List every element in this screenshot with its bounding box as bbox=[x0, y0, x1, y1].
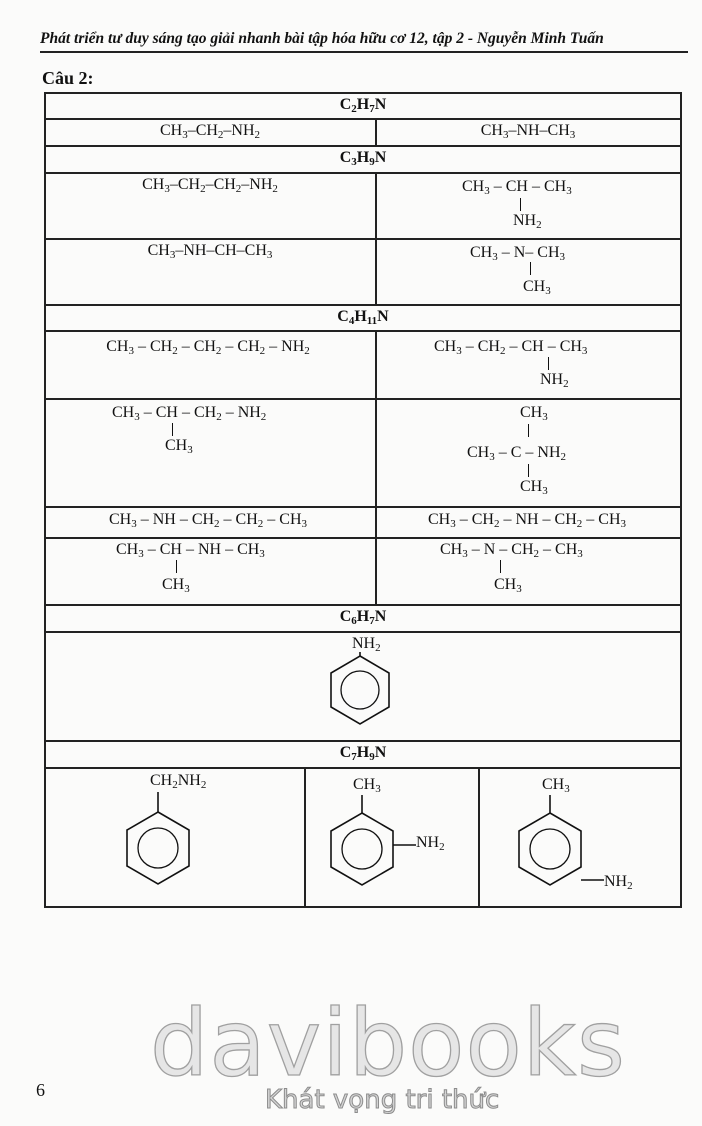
structure: CH3–CH2–NH2 bbox=[159, 122, 261, 141]
structure: CH3 – CH2 – CH – CH3 bbox=[434, 338, 588, 357]
structure-branch: CH3 bbox=[165, 437, 193, 456]
structure: CH3 – N– CH3 bbox=[470, 244, 566, 263]
running-header: Phát triển tư duy sáng tạo giải nhanh bà… bbox=[40, 30, 604, 47]
structure-branch: CH3 bbox=[523, 278, 551, 297]
structure: CH3 – CH2 – NH – CH2 – CH3 bbox=[427, 511, 627, 530]
benzene-ring-icon bbox=[330, 652, 390, 725]
col-divider bbox=[304, 767, 306, 908]
formula-c6h7n: C6H7N bbox=[339, 608, 387, 627]
structure-branch: CH3 bbox=[494, 576, 522, 595]
structure-branch: CH3 bbox=[162, 576, 190, 595]
structure: CH3 – CH – CH2 – NH2 bbox=[112, 404, 267, 423]
bond bbox=[528, 464, 530, 477]
bond bbox=[520, 198, 522, 211]
amine-isomer-table bbox=[44, 92, 682, 908]
structure-branch: NH2 bbox=[513, 212, 542, 231]
col-divider bbox=[375, 172, 377, 304]
col-divider bbox=[478, 767, 480, 908]
structure: CH3 – NH – CH2 – CH2 – CH3 bbox=[108, 511, 308, 530]
row-divider bbox=[44, 145, 682, 147]
structure: CH3 – CH – NH – CH3 bbox=[116, 541, 265, 560]
row-divider bbox=[44, 767, 682, 769]
structure: CH3–NH–CH–CH3 bbox=[147, 242, 273, 261]
row-divider bbox=[44, 740, 682, 742]
bond bbox=[528, 424, 530, 437]
bond bbox=[500, 560, 502, 573]
row-divider bbox=[44, 304, 682, 306]
structure-branch: NH2 bbox=[604, 873, 633, 892]
row-divider bbox=[44, 631, 682, 633]
row-divider bbox=[44, 238, 682, 240]
structure-branch: NH2 bbox=[416, 834, 445, 853]
benzene-ring-icon bbox=[518, 795, 604, 886]
structure: CH3–CH2–CH2–NH2 bbox=[142, 176, 278, 195]
structure-branch: CH2NH2 bbox=[150, 772, 207, 791]
structure: CH3 – CH2 – CH2 – CH2 – NH2 bbox=[106, 338, 310, 357]
structure: CH3–NH–CH3 bbox=[480, 122, 576, 141]
bond bbox=[172, 423, 174, 436]
row-divider bbox=[44, 604, 682, 606]
structure: CH3 – C – NH2 bbox=[467, 444, 567, 463]
row-divider bbox=[44, 118, 682, 120]
benzene-ring-icon bbox=[126, 792, 190, 885]
watermark-logo: davibooks bbox=[149, 989, 626, 1097]
structure: CH3 – CH – CH3 bbox=[462, 178, 572, 197]
row-divider bbox=[44, 398, 682, 400]
structure: CH3 – N – CH2 – CH3 bbox=[440, 541, 583, 560]
formula-c4h11n: C4H11N bbox=[337, 308, 389, 327]
header-rule bbox=[40, 51, 688, 53]
structure-branch: NH2 bbox=[352, 635, 381, 654]
structure-branch: CH3 bbox=[520, 478, 548, 497]
formula-c7h9n: C7H9N bbox=[339, 744, 387, 763]
formula-c2h7n: C2H7N bbox=[339, 96, 387, 115]
benzene-ring-icon bbox=[330, 795, 416, 886]
row-divider bbox=[44, 172, 682, 174]
bond bbox=[176, 560, 178, 573]
structure-branch: CH3 bbox=[353, 776, 381, 795]
formula-c3h9n: C3H9N bbox=[339, 149, 387, 168]
watermark-slogan: Khát vọng tri thức bbox=[264, 1085, 500, 1116]
bond bbox=[548, 357, 550, 370]
structure-branch: CH3 bbox=[520, 404, 548, 423]
page-number: 6 bbox=[36, 1080, 45, 1100]
question-label: Câu 2: bbox=[42, 68, 94, 88]
structure-branch: NH2 bbox=[540, 371, 569, 390]
bond bbox=[530, 262, 532, 275]
col-divider bbox=[375, 330, 377, 604]
structure-branch: CH3 bbox=[542, 776, 570, 795]
col-divider bbox=[375, 118, 377, 145]
row-divider bbox=[44, 330, 682, 332]
row-divider bbox=[44, 506, 682, 508]
row-divider bbox=[44, 537, 682, 539]
